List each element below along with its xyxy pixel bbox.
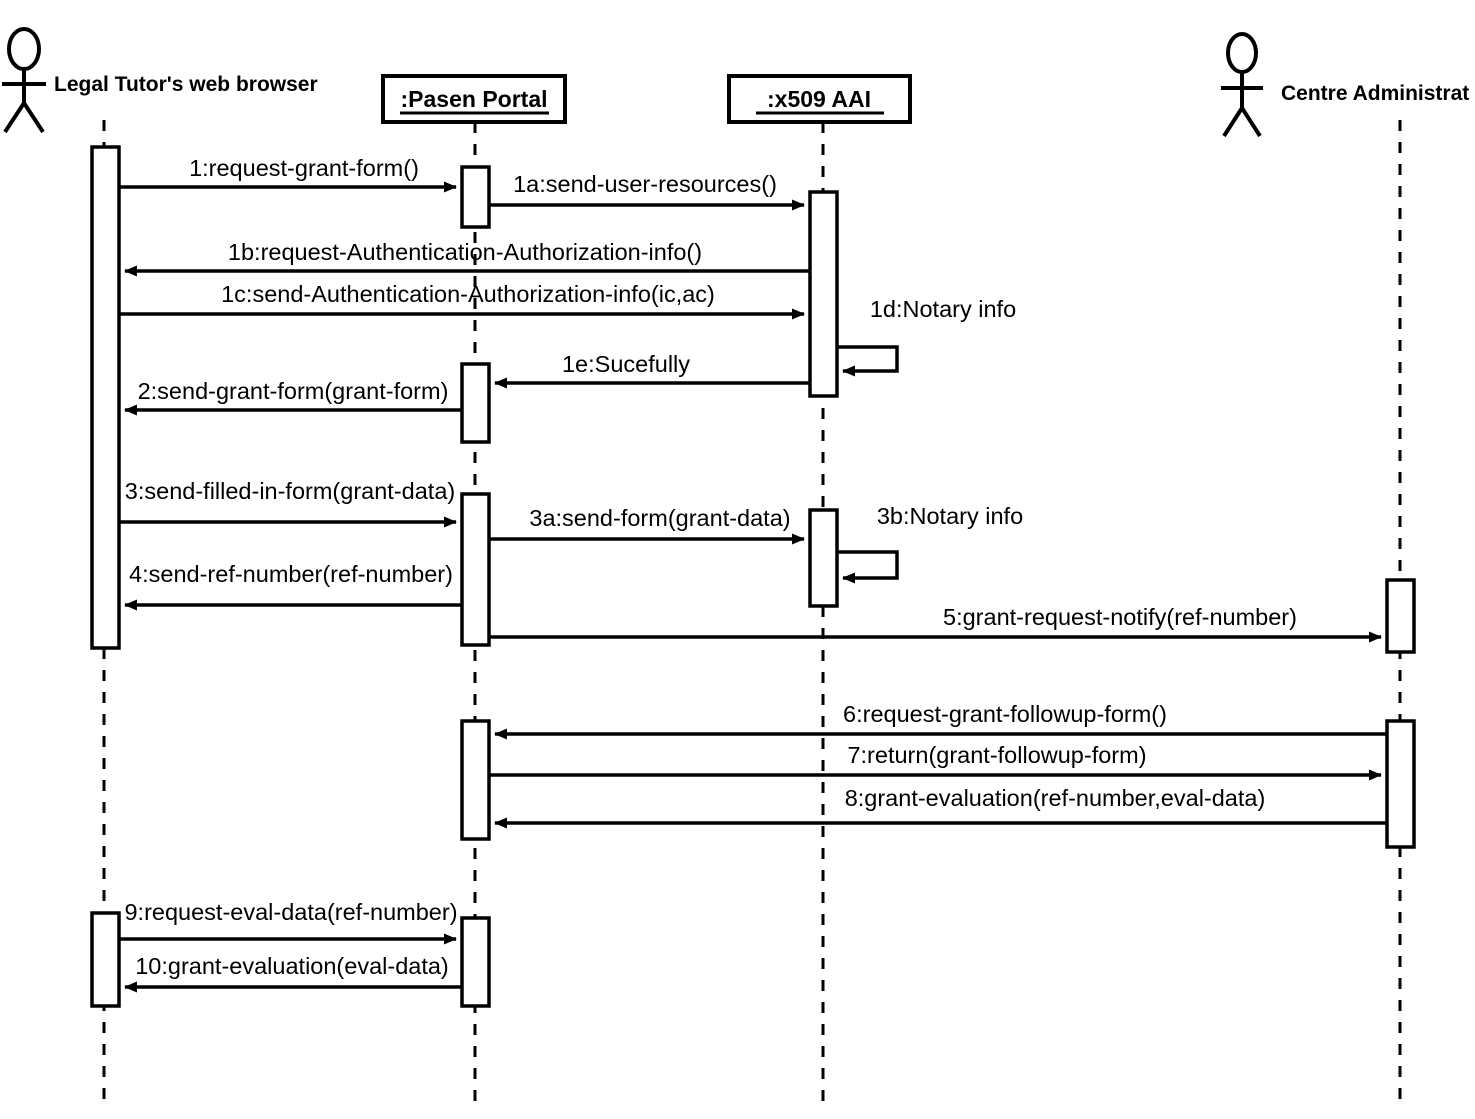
message-m1c[interactable]: 1c:send-Authentication-Authorization-inf…: [119, 281, 805, 320]
message-m8[interactable]: 8:grant-evaluation(ref-number,eval-data): [494, 785, 1387, 829]
object-aai-label: :x509 AAI: [767, 86, 871, 112]
message-label: 1b:request-Authentication-Authorization-…: [228, 239, 702, 265]
actor-head-icon: [1226, 32, 1258, 74]
message-label: 4:send-ref-number(ref-number): [129, 561, 453, 587]
message-m10[interactable]: 10:grant-evaluation(eval-data): [124, 953, 462, 993]
message-m5[interactable]: 5:grant-request-notify(ref-number): [489, 604, 1382, 643]
activation-bar-portal-4: [460, 719, 491, 841]
actor-leg-left-icon: [3, 101, 26, 134]
message-m1[interactable]: 1:request-grant-form(): [119, 155, 457, 193]
message-m1d-self[interactable]: 1d:Notary info: [837, 296, 1016, 377]
message-m3b-self[interactable]: 3b:Notary info: [837, 503, 1023, 584]
message-m4[interactable]: 4:send-ref-number(ref-number): [124, 561, 462, 611]
activation-bars-group: [90, 145, 1416, 1008]
message-m7[interactable]: 7:return(grant-followup-form): [489, 742, 1382, 781]
message-m6[interactable]: 6:request-grant-followup-form(): [494, 701, 1387, 740]
message-self-loop: [837, 345, 899, 377]
message-self-loop: [837, 550, 899, 584]
object-portal-label: :Pasen Portal: [401, 86, 548, 112]
messages-group: 1:request-grant-form() 1a:send-user-reso…: [119, 155, 1387, 993]
message-m9[interactable]: 9:request-eval-data(ref-number): [119, 899, 458, 945]
message-label: 1a:send-user-resources(): [513, 171, 777, 197]
message-m3[interactable]: 3:send-filled-in-form(grant-data): [119, 478, 457, 528]
actor-leg-left-icon: [1222, 106, 1244, 138]
message-m3a[interactable]: 3a:send-form(grant-data): [489, 505, 805, 545]
message-label: 1e:Sucefully: [562, 351, 690, 377]
activation-bar-portal-3: [460, 492, 491, 647]
actor-leg-right-icon: [1240, 106, 1262, 138]
message-m2[interactable]: 2:send-grant-form(grant-form): [124, 378, 462, 416]
activation-bar-portal-1: [460, 165, 491, 229]
actor-centre-label: Centre Administrat: [1281, 82, 1469, 105]
actor-head-icon: [7, 27, 41, 71]
message-label: 7:return(grant-followup-form): [847, 742, 1146, 768]
message-label: 3b:Notary info: [877, 503, 1023, 529]
activation-bar-centre-2: [1385, 719, 1416, 849]
message-label: 3a:send-form(grant-data): [529, 505, 790, 531]
activation-bar-portal-5: [460, 916, 491, 1008]
message-label: 8:grant-evaluation(ref-number,eval-data): [845, 785, 1266, 811]
object-portal[interactable]: :Pasen Portal: [381, 74, 567, 124]
message-label: 1:request-grant-form(): [189, 155, 419, 181]
message-label: 6:request-grant-followup-form(): [843, 701, 1167, 727]
actor-browser-label: Legal Tutor's web browser: [54, 73, 318, 96]
message-label: 9:request-eval-data(ref-number): [124, 899, 457, 925]
activation-bar-aai-2: [808, 508, 839, 608]
message-m1e[interactable]: 1e:Sucefully: [494, 351, 810, 389]
message-m1a[interactable]: 1a:send-user-resources(): [489, 171, 805, 211]
message-label: 1d:Notary info: [870, 296, 1016, 322]
actor-centre[interactable]: Centre Administrat: [1221, 32, 1469, 138]
activation-bar-aai-1: [808, 190, 839, 398]
message-label: 3:send-filled-in-form(grant-data): [125, 478, 455, 504]
message-m1b[interactable]: 1b:request-Authentication-Authorization-…: [124, 239, 810, 277]
object-aai[interactable]: :x509 AAI: [727, 74, 912, 124]
activation-bar-portal-2: [460, 362, 491, 444]
activation-bar-centre-1: [1385, 578, 1416, 654]
activation-bar-browser-1: [90, 145, 121, 650]
actor-browser[interactable]: Legal Tutor's web browser: [2, 27, 318, 134]
activation-bar-browser-2: [90, 911, 121, 1008]
message-label: 10:grant-evaluation(eval-data): [135, 953, 449, 979]
message-label: 5:grant-request-notify(ref-number): [943, 604, 1297, 630]
actor-leg-right-icon: [22, 101, 45, 134]
message-label: 2:send-grant-form(grant-form): [138, 378, 449, 404]
message-label: 1c:send-Authentication-Authorization-inf…: [221, 281, 715, 307]
